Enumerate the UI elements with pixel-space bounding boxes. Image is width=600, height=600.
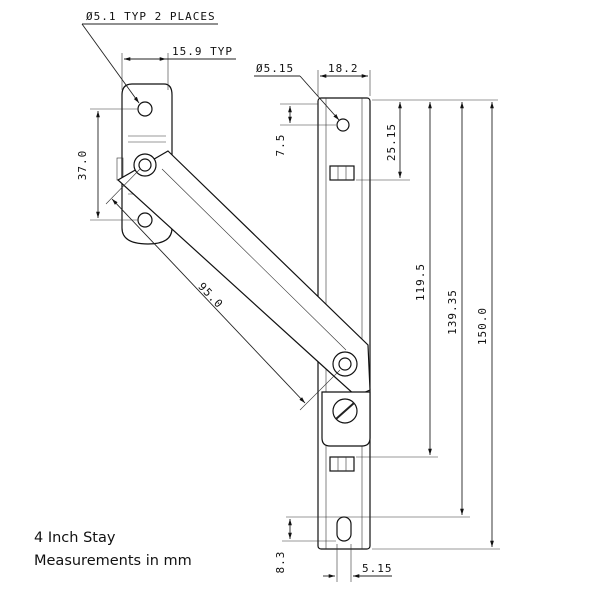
slide-block bbox=[321, 391, 371, 447]
caption-title: 4 Inch Stay bbox=[34, 530, 116, 546]
label-7-5: 7.5 bbox=[274, 134, 287, 157]
dim-slot-width bbox=[323, 544, 392, 582]
dim-rivet-offset bbox=[356, 102, 410, 181]
dim-bar-width bbox=[317, 70, 371, 96]
label-slot-width: 5.15 bbox=[362, 562, 393, 575]
pivot-rivet-left bbox=[133, 153, 157, 177]
label-hole-callout: Ø5.1 TYP 2 PLACES bbox=[86, 10, 216, 23]
bottom-slot bbox=[336, 516, 352, 542]
dim-rivet-spacing bbox=[356, 102, 438, 458]
dim-overall-length bbox=[372, 102, 500, 550]
dim-arm-length bbox=[105, 168, 341, 411]
leader-top-hole bbox=[254, 75, 340, 121]
caption-units: Measurements in mm bbox=[34, 553, 192, 569]
label-119-5: 119.5 bbox=[414, 263, 427, 301]
label-25-15: 25.15 bbox=[385, 123, 398, 161]
label-top-hole: Ø5.15 bbox=[256, 62, 294, 75]
leader-hole-callout bbox=[81, 23, 218, 104]
dim-width-typ bbox=[121, 53, 236, 90]
top-hole bbox=[336, 118, 350, 132]
bracket-hole-bottom bbox=[137, 212, 153, 228]
label-139-35: 139.35 bbox=[446, 289, 459, 335]
label-bar-width: 18.2 bbox=[328, 62, 359, 75]
label-95-0: 95.0 bbox=[195, 280, 225, 311]
dim-slot-position bbox=[286, 102, 470, 518]
label-150-0: 150.0 bbox=[476, 307, 489, 345]
label-8-3: 8.3 bbox=[274, 551, 287, 574]
bracket-hole-top bbox=[137, 101, 153, 117]
label-width-typ: 15.9 TYP bbox=[172, 45, 233, 58]
dim-top-hole-offset bbox=[280, 103, 336, 126]
dim-slot-length bbox=[282, 519, 336, 542]
label-37-0: 37.0 bbox=[76, 150, 89, 181]
pivot-rivet-right bbox=[332, 351, 358, 377]
